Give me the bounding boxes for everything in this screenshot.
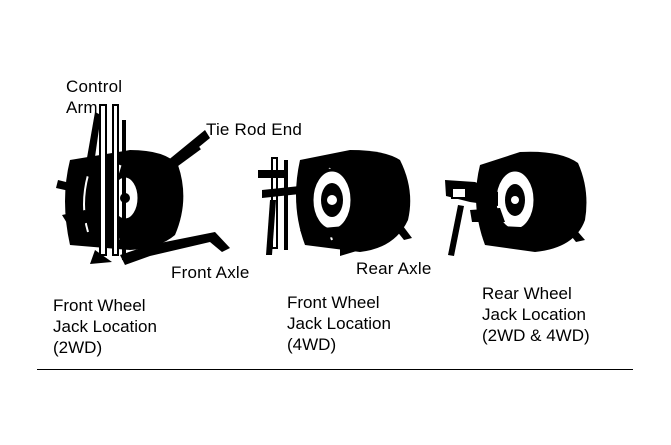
caption-line: Jack Location	[482, 305, 586, 324]
caption-line: Front Wheel	[53, 296, 146, 315]
caption-line: Jack Location	[287, 314, 391, 333]
caption-line: Jack Location	[53, 317, 157, 336]
control-arm-label-line1: Control	[66, 77, 123, 96]
caption-front-wheel-4wd: Front Wheel Jack Location (4WD)	[287, 292, 391, 355]
control-arm-label-line2: Arm	[66, 98, 98, 117]
control-arm-label: Control Arm	[66, 76, 122, 118]
caption-line: Rear Wheel	[482, 284, 572, 303]
front-wheel-4wd-illustration	[258, 150, 412, 256]
caption-line: (4WD)	[287, 335, 337, 354]
caption-rear-wheel: Rear Wheel Jack Location (2WD & 4WD)	[482, 283, 590, 346]
caption-line: Front Wheel	[287, 293, 380, 312]
rear-wheel-illustration	[445, 151, 587, 256]
tie-rod-end-label: Tie Rod End	[206, 120, 303, 139]
caption-line: (2WD)	[53, 338, 103, 357]
front-wheel-2wd-illustration	[56, 104, 230, 265]
caption-front-wheel-2wd: Front Wheel Jack Location (2WD)	[53, 295, 157, 358]
caption-line: (2WD & 4WD)	[482, 326, 590, 345]
bottom-divider	[37, 369, 633, 370]
front-axle-label: Front Axle	[171, 263, 250, 282]
rear-axle-label: Rear Axle	[356, 259, 432, 278]
